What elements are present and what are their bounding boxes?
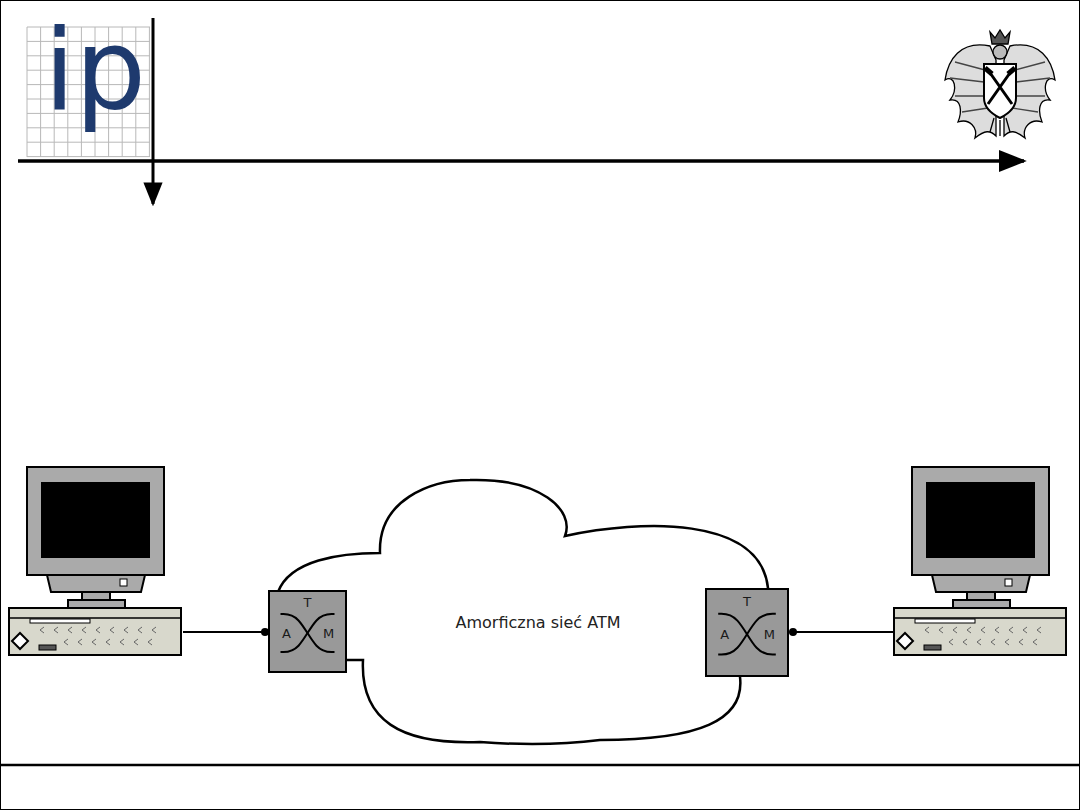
horizontal-axis — [18, 159, 1024, 163]
cloud-shape — [278, 480, 768, 744]
cloud-label: Amorficzna sieć ATM — [456, 613, 621, 632]
network-cable — [793, 631, 894, 633]
switch-letter: T — [304, 596, 312, 609]
computer-icon — [894, 467, 1066, 655]
eagle-emblem — [945, 30, 1055, 138]
cable-plug — [789, 628, 797, 636]
network-cable — [183, 631, 266, 633]
vertical-axis — [152, 18, 155, 204]
switch-letter: A — [720, 628, 729, 641]
footer-rule — [0, 764, 1080, 767]
logo-text: ip — [44, 14, 146, 126]
switch-letter: T — [743, 595, 751, 608]
switch-letter: M — [764, 628, 775, 641]
computer-icon — [9, 467, 181, 655]
atm-switch: T A M — [268, 590, 347, 673]
switch-letter: A — [282, 627, 291, 640]
atm-switch: T A M — [705, 588, 789, 677]
switch-letter: M — [323, 627, 334, 640]
